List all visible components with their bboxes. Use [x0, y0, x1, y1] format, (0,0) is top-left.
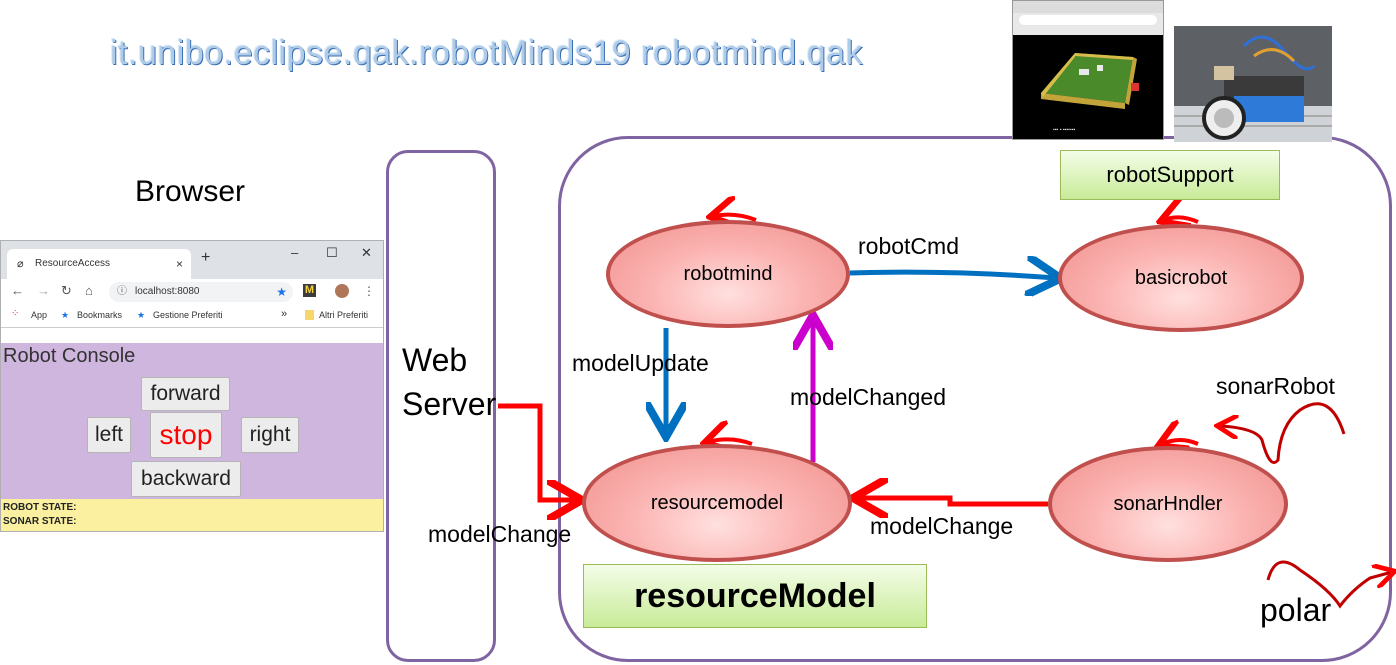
modelchanged-label: modelChanged [790, 384, 947, 410]
bookmark-bookmarks[interactable]: Bookmarks [77, 310, 123, 320]
resourcemodel-actor: resourcemodel [582, 444, 852, 562]
webserver-modelchange-arrow [498, 403, 577, 500]
modelchange-label-left: modelChange [428, 521, 572, 547]
right-button[interactable]: right [241, 417, 299, 453]
virtual-scene-image [1041, 53, 1139, 109]
physical-robot-photo [1174, 26, 1332, 142]
thumbnail-browser-chrome [1013, 1, 1163, 35]
sonarhndler-self-arrow [1162, 440, 1199, 444]
basicrobot-actor: basicrobot [1058, 224, 1304, 332]
basicrobot-self-arrow [1164, 217, 1199, 222]
info-icon: ⓘ [117, 286, 127, 297]
more-bookmarks-icon[interactable]: » [281, 308, 288, 320]
browser-tab-bar: ⌀ ResourceAccess × + – ☐ ✕ [1, 241, 383, 279]
browser-window: ⌀ ResourceAccess × + – ☐ ✕ ← → ↻ ⌂ ⓘ loc… [0, 240, 384, 532]
forward-nav-icon[interactable]: → [37, 283, 50, 298]
tab-close-icon[interactable]: × [175, 257, 183, 271]
resourcemodel-context-label: resourceModel [634, 576, 876, 615]
thumbnail-footer: ▪▪▪ ▪ ▪▪▪▪▪▪▪ [1053, 127, 1076, 133]
web-server-label: Web Server [402, 338, 496, 426]
robotmind-actor: robotmind [606, 220, 850, 328]
bookmark-app[interactable]: App [31, 310, 48, 320]
forward-button[interactable]: forward [141, 377, 230, 411]
robotmind-self-arrow [714, 215, 757, 220]
resourcemodel-label: resourcemodel [650, 491, 784, 514]
modelupdate-label: modelUpdate [572, 350, 709, 376]
url-text: localhost:8080 [135, 286, 200, 297]
robot-console: Robot Console forward left stop right ba… [1, 343, 383, 499]
extension-m-icon[interactable]: M [303, 284, 316, 297]
star-icon[interactable]: ★ [276, 285, 287, 299]
window-close-icon[interactable]: ✕ [361, 245, 372, 260]
robot-photo-image [1174, 26, 1332, 142]
home-icon[interactable]: ⌂ [85, 283, 93, 298]
bookmark-star-icon-2: ★ [137, 310, 146, 320]
thumbnail-address [1019, 15, 1157, 25]
resourcemodel-context-box: resourceModel [583, 564, 927, 628]
url-field[interactable]: ⓘ localhost:8080 ★ [109, 282, 293, 302]
address-bar: ← → ↻ ⌂ ⓘ localhost:8080 ★ M ⋮ [1, 279, 383, 305]
sonarrobot-label: sonarRobot [1216, 373, 1335, 399]
bookmark-gestione[interactable]: Gestione Preferiti [153, 310, 223, 320]
sonar-modelchange-arrow [858, 498, 1048, 504]
sonarrobot-squiggle [1220, 402, 1346, 464]
page-icon: ⌀ [17, 258, 24, 270]
web-server-label-line1: Web [402, 342, 468, 378]
maximize-icon[interactable]: ☐ [326, 245, 338, 260]
diagram-title: it.unibo.eclipse.qak.robotMinds19 robotm… [110, 34, 864, 72]
sonar-state-label: SONAR STATE: [3, 516, 77, 527]
avatar[interactable] [335, 284, 349, 298]
sonarhndler-actor: sonarHndler [1048, 446, 1288, 562]
robotcmd-label: robotCmd [858, 233, 959, 259]
minimize-icon[interactable]: – [291, 245, 299, 260]
left-button[interactable]: left [87, 417, 131, 453]
polar-squiggle [1266, 560, 1392, 609]
web-server-box [386, 150, 496, 662]
other-bookmarks[interactable]: Altri Preferiti [319, 310, 369, 320]
console-title: Robot Console [3, 345, 136, 367]
reload-icon[interactable]: ↻ [61, 283, 72, 298]
tab-title: ResourceAccess [35, 258, 111, 269]
robotcmd-arrow [849, 272, 1056, 278]
browser-label: Browser [135, 175, 246, 208]
apps-grid-icon[interactable]: ⁘ [11, 308, 20, 319]
new-tab-icon[interactable]: + [201, 249, 211, 266]
folder-icon [305, 310, 314, 320]
basicrobot-label: basicrobot [1134, 266, 1228, 289]
back-icon[interactable]: ← [11, 283, 24, 298]
bookmark-star-icon: ★ [61, 310, 70, 320]
virtual-robot-screenshot: ▪▪▪ ▪ ▪▪▪▪▪▪▪ [1012, 0, 1164, 140]
web-server-label-line2: Server [402, 386, 497, 422]
thumbnail-tabs [1013, 1, 1163, 13]
polar-label: polar [1260, 592, 1332, 628]
robot-state-label: ROBOT STATE: [3, 502, 77, 513]
resourcemodel-self-arrow [708, 439, 753, 444]
modelchange-label-right: modelChange [870, 513, 1014, 539]
state-panel: ROBOT STATE: SONAR STATE: [1, 499, 383, 531]
sonarhndler-label: sonarHndler [1113, 492, 1223, 515]
backward-button[interactable]: backward [131, 461, 241, 497]
browser-tab[interactable]: ⌀ ResourceAccess × [7, 249, 191, 279]
bookmarks-bar: ⁘ App ★ Bookmarks ★ Gestione Preferiti »… [1, 305, 383, 328]
stop-button[interactable]: stop [150, 412, 222, 458]
robotmind-label: robotmind [683, 262, 773, 285]
robotsupport-box: robotSupport [1060, 150, 1280, 200]
system-container [558, 136, 1392, 662]
robotsupport-label: robotSupport [1106, 162, 1234, 187]
menu-dots-icon[interactable]: ⋮ [363, 284, 375, 298]
